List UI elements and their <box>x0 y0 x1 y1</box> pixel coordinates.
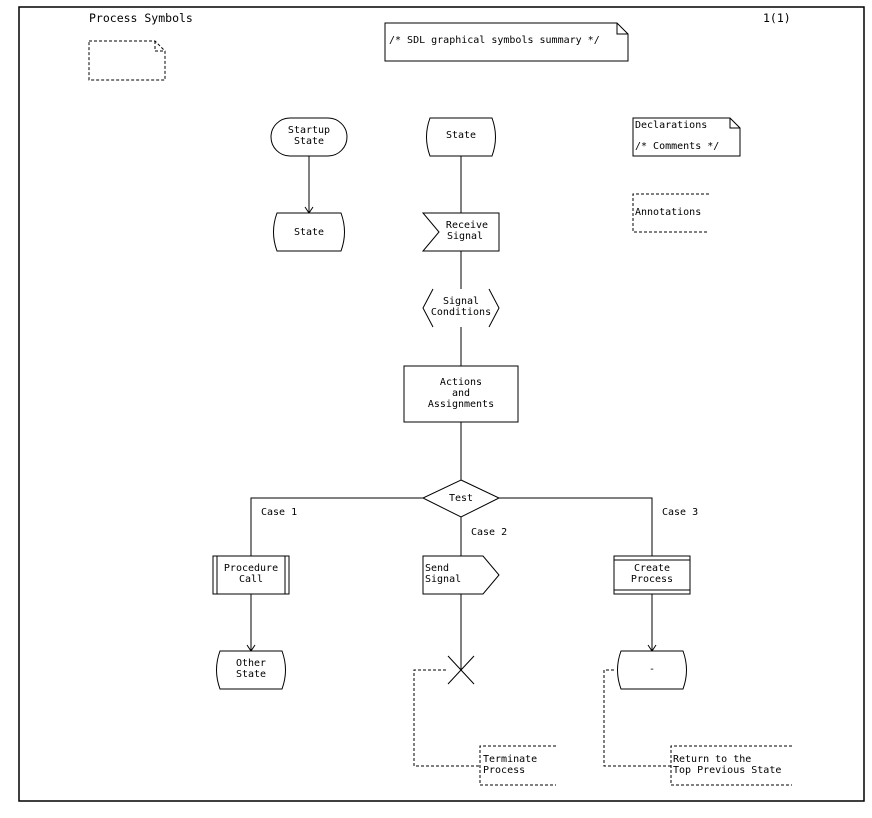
state-symbol-after-start: State <box>273 212 345 252</box>
stop-symbol <box>447 655 475 685</box>
start-label-2: State <box>294 136 324 147</box>
comments-text: /* Comments */ <box>635 141 719 152</box>
branch-line-case3 <box>499 497 653 556</box>
state-top-label: State <box>446 130 476 141</box>
signal-conditions-symbol: Signal Conditions <box>422 288 500 328</box>
case-2-label: Case 2 <box>471 527 507 538</box>
annotation-symbol: Annotations <box>632 193 709 233</box>
state-label: State <box>294 227 324 238</box>
other-state-label-1: Other <box>236 658 266 669</box>
branch-line-case1 <box>250 497 423 556</box>
decision-symbol: Test <box>421 479 501 518</box>
send-label-2: Signal <box>425 574 461 585</box>
return-label-2: Top Previous State <box>673 765 781 776</box>
actions-label-2: and <box>452 388 470 399</box>
dashed-note-symbol <box>88 40 166 81</box>
decision-label: Test <box>449 493 473 504</box>
actions-label-3: Assignments <box>428 399 494 410</box>
terminate-label-2: Process <box>483 765 525 776</box>
create-label-1: Create <box>634 563 670 574</box>
page-number: 1(1) <box>763 11 791 25</box>
return-annotation: Return to the Top Previous State <box>670 745 792 786</box>
start-label-1: Startup <box>288 125 330 136</box>
receive-label-2: Signal <box>447 231 483 242</box>
return-label-1: Return to the <box>673 754 751 765</box>
conditions-label-2: Conditions <box>431 307 491 318</box>
header-comment-text: /* SDL graphical symbols summary */ <box>389 35 600 46</box>
receive-signal-symbol: Receive Signal <box>421 212 500 252</box>
terminate-annotation: Terminate Process <box>479 745 556 786</box>
other-state-symbol: Other State <box>216 650 286 690</box>
state-symbol-top: State <box>426 117 496 157</box>
actions-task-symbol: Actions and Assignments <box>403 365 519 423</box>
case-3-label: Case 3 <box>662 507 698 518</box>
header-comment-symbol: /* SDL graphical symbols summary */ <box>384 22 629 62</box>
create-label-2: Process <box>631 574 673 585</box>
dash-state-label: - <box>649 664 655 675</box>
receive-label-1: Receive <box>446 220 488 231</box>
actions-label-1: Actions <box>440 377 482 388</box>
other-state-label-2: State <box>236 669 266 680</box>
terminate-label-1: Terminate <box>483 754 537 765</box>
page-title: Process Symbols <box>89 11 193 25</box>
terminate-connector <box>413 669 480 767</box>
declarations-text: Declarations <box>635 120 707 131</box>
return-connector <box>603 669 671 767</box>
procedure-label-2: Call <box>239 574 263 585</box>
declarations-symbol: Declarations /* Comments */ <box>632 117 741 157</box>
send-signal-symbol: Send Signal <box>422 555 500 595</box>
procedure-label-1: Procedure <box>224 563 278 574</box>
annotation-text: Annotations <box>635 207 701 218</box>
page-frame <box>18 6 865 802</box>
case-1-label: Case 1 <box>261 507 297 518</box>
procedure-call-symbol: Procedure Call <box>212 555 290 595</box>
send-label-1: Send <box>425 563 449 574</box>
start-symbol: Startup State <box>270 117 348 157</box>
create-process-symbol: Create Process <box>613 555 691 595</box>
conditions-label-1: Signal <box>443 296 479 307</box>
dash-state-symbol: - <box>617 650 687 690</box>
